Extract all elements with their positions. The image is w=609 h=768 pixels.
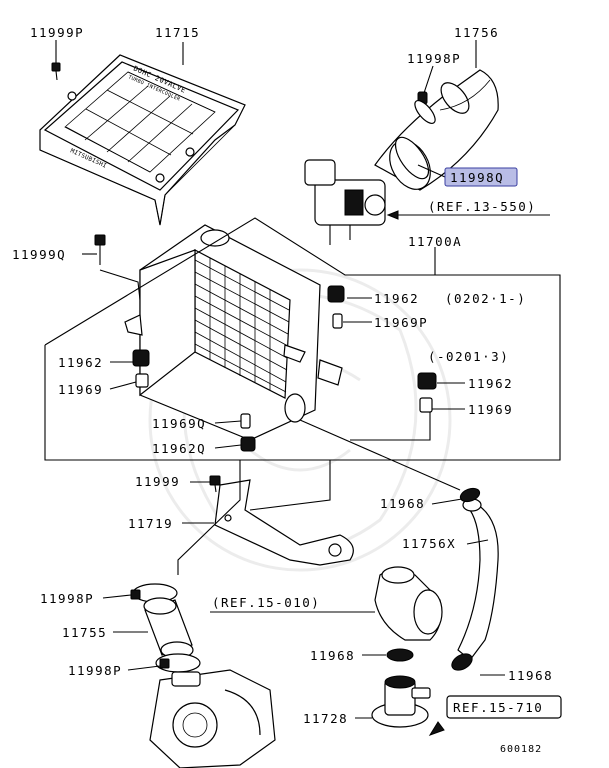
- collar-11969-left[interactable]: [135, 373, 149, 388]
- hose-clamp-11968-upper[interactable]: [459, 486, 482, 504]
- label-11969q: 11969Q: [152, 416, 206, 431]
- bracket-11719[interactable]: [214, 479, 354, 566]
- label-11969-left: 11969: [58, 382, 103, 397]
- leader-lines: [55, 40, 550, 719]
- label-11756x: 11756X: [402, 536, 456, 551]
- hose-11755[interactable]: [143, 597, 194, 659]
- hose-clamp-11968-lower[interactable]: [449, 650, 475, 673]
- diagram-number: 600182: [500, 744, 542, 755]
- label-11728: 11728: [303, 711, 348, 726]
- label-11715: 11715: [155, 25, 200, 40]
- grommet-11962-top[interactable]: [327, 285, 345, 303]
- label-ref-15-010[interactable]: (REF.15-010): [212, 595, 320, 610]
- label-11969p: 11969P: [374, 315, 428, 330]
- label-11962q: 11962Q: [152, 441, 206, 456]
- label-11755: 11755: [62, 625, 107, 640]
- hose-clamp-11998q[interactable]: [389, 132, 435, 184]
- label-11756: 11756: [454, 25, 499, 40]
- label-ref-15-710: REF.15-710: [453, 700, 543, 715]
- collar-11969-right[interactable]: [419, 397, 433, 413]
- bolt-11999p[interactable]: [51, 62, 61, 81]
- label-11962-left: 11962: [58, 355, 103, 370]
- hose-clamp-11998p-top[interactable]: [411, 91, 438, 127]
- highlight-11998q[interactable]: [444, 167, 518, 187]
- label-11999p: 11999P: [30, 25, 84, 40]
- grommet-11962q[interactable]: [240, 436, 256, 452]
- label-11700a: 11700A: [408, 234, 462, 249]
- label-11969-right: 11969: [468, 402, 513, 417]
- bolt-11999[interactable]: [209, 475, 221, 493]
- label-11999: 11999: [135, 474, 180, 489]
- label-11968-lower: 11968: [508, 668, 553, 683]
- label-ref-13-550[interactable]: (REF.13-550): [428, 199, 536, 214]
- label-11962-top: 11962: [374, 291, 419, 306]
- hose-clamp-11968-mid[interactable]: [386, 648, 414, 662]
- grommet-11962-right[interactable]: [417, 372, 437, 390]
- label-11998q: 11998Q: [450, 170, 504, 185]
- solenoid-valve[interactable]: [304, 159, 386, 245]
- label-11998p-low: 11998P: [68, 663, 122, 678]
- label-11719: 11719: [128, 516, 173, 531]
- throttle-elbow[interactable]: [374, 566, 443, 641]
- intercooler-core[interactable]: [124, 224, 343, 441]
- collar-11969p[interactable]: [332, 313, 343, 329]
- label-11998p-mid: 11998P: [40, 591, 94, 606]
- label-11998p-top: 11998P: [407, 51, 461, 66]
- arrow-ref-15-710: [428, 721, 445, 736]
- ref-15-710-box[interactable]: [446, 695, 562, 719]
- label-11999q: 11999Q: [12, 247, 66, 262]
- collar-11969q[interactable]: [240, 413, 251, 429]
- label-date-new: (0202·1-): [445, 291, 526, 306]
- turbocharger[interactable]: [149, 669, 276, 768]
- intercooler-cover[interactable]: [39, 54, 246, 226]
- assembly-frame: [44, 217, 561, 461]
- hose-clamp-11998p-low[interactable]: [155, 653, 201, 673]
- bypass-valve-11728[interactable]: [371, 675, 431, 728]
- arrow-ref-13-550: [386, 210, 399, 220]
- label-11968-upper: 11968: [380, 496, 425, 511]
- lower-hose-11756x[interactable]: [457, 498, 499, 661]
- bolt-11999q[interactable]: [94, 234, 106, 265]
- label-11968-mid: 11968: [310, 648, 355, 663]
- label-11962-right: 11962: [468, 376, 513, 391]
- grommet-11962-left[interactable]: [132, 349, 150, 367]
- label-date-old: (-0201·3): [428, 349, 509, 364]
